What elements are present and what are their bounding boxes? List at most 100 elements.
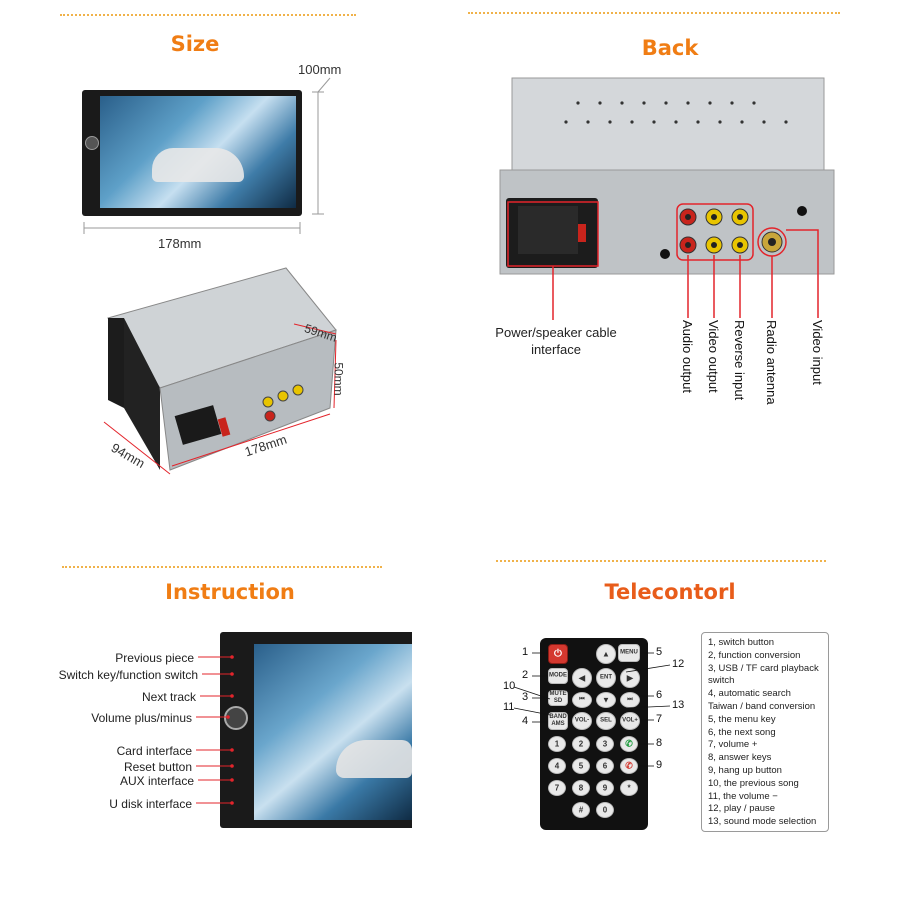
remote-digit-5: 5 — [572, 758, 590, 774]
remote-mute-key: MUTE SD — [548, 690, 568, 706]
instruction-unit-screen — [254, 644, 412, 820]
callout-u-disk: U disk interface — [109, 797, 192, 811]
remote-digit-7: 7 — [548, 780, 566, 796]
vol-minus-key-label: VOL- — [574, 717, 590, 724]
power-cable-label: Power/speaker cable interface — [495, 325, 617, 357]
legend-item: 2, function conversion — [708, 649, 801, 661]
digit-1-label: 1 — [554, 739, 560, 749]
instruction-top-divider — [62, 566, 382, 568]
callout-card-interface: Card interface — [116, 744, 192, 758]
digit-3-label: 3 — [602, 739, 608, 749]
digit-5-label: 5 — [578, 761, 584, 771]
digit-hash-label: # — [578, 805, 584, 815]
legend-item: 3, USB / TF card playback switch — [708, 662, 819, 687]
remote-prev-key: ⏮ — [572, 692, 592, 708]
digit-9-label: 9 — [602, 783, 608, 793]
callout-aux-interface: AUX interface — [119, 774, 194, 788]
width-label: 178mm — [158, 236, 202, 251]
remote-ent-key: ENT — [596, 668, 616, 688]
legend-item: 5, the menu key — [708, 713, 776, 725]
front-unit-image — [82, 90, 302, 216]
remote-digit-3: 3 — [596, 736, 614, 752]
remote-digit-9: 9 — [596, 780, 614, 796]
remote-num-8: 8 — [656, 737, 663, 749]
remote-digit-0: 0 — [596, 802, 614, 818]
port-label-radio-antenna: Radio antenna — [764, 320, 779, 405]
remote-num-9: 9 — [656, 759, 663, 771]
legend-item: 9, hang up button — [708, 764, 782, 776]
remote-right-key: ▶ — [620, 668, 640, 688]
instruction-title: Instruction — [165, 580, 295, 604]
legend-item: 10, the previous song — [708, 777, 799, 789]
remote-num-13: 13 — [672, 699, 685, 711]
remote-digit-6: 6 — [596, 758, 614, 774]
legend-item: 1, switch button — [708, 637, 775, 648]
remote-digit-2: 2 — [572, 736, 590, 752]
remote-vol-plus-key: VOL+ — [620, 712, 640, 730]
telecontrol-top-divider — [496, 560, 826, 562]
size-top-divider — [60, 14, 356, 16]
remote-menu-key: MENU — [618, 644, 640, 662]
port-label-reverse-input: Reverse input — [732, 320, 747, 401]
remote-control-image: ⏻ ▲ MENU MODE ◀ ENT ▶ MUTE SD ⏮ ▼ ⏭ BAND… — [540, 638, 648, 830]
remote-num-2: 2 — [522, 669, 529, 681]
digit-4-label: 4 — [554, 761, 560, 771]
telecontrol-title: Telecontorl — [604, 580, 736, 604]
digit-6-label: 6 — [602, 761, 608, 771]
remote-digit-1: 1 — [548, 736, 566, 752]
legend-item: 13, sound mode selection — [708, 816, 817, 828]
callout-reset-button: Reset button — [123, 760, 192, 774]
ent-key-label: ENT — [600, 674, 612, 681]
remote-num-12: 12 — [672, 658, 685, 670]
remote-sel-key: SEL — [596, 712, 616, 730]
port-label-audio-output: Audio output — [680, 320, 695, 394]
callout-previous-piece: Previous piece — [115, 651, 194, 665]
digit-7-label: 7 — [554, 783, 560, 793]
remote-num-5: 5 — [656, 646, 663, 658]
port-label-video-output: Video output — [706, 320, 721, 393]
volume-knob — [224, 706, 248, 730]
legend-item: 6, the next song — [708, 726, 776, 738]
legend-item: 8, answer keys — [708, 752, 772, 764]
remote-mode-key: MODE — [548, 668, 568, 684]
car-image — [152, 148, 244, 182]
mute-key-label: MUTE SD — [549, 691, 567, 704]
instruction-car-image — [336, 740, 412, 778]
front-unit-screen — [100, 96, 296, 208]
remote-num-1: 1 — [522, 646, 529, 658]
back-top-divider — [468, 12, 840, 14]
callout-next-track: Next track — [141, 690, 196, 704]
band-key-label: BAND AMS — [549, 714, 567, 727]
remote-up-key: ▲ — [596, 644, 616, 664]
remote-digit-4: 4 — [548, 758, 566, 774]
remote-num-4: 4 — [522, 715, 529, 727]
remote-power-key: ⏻ — [548, 644, 568, 664]
legend-item: 11, the volume − — [708, 790, 778, 802]
remote-num-10: 10 — [503, 680, 516, 692]
back-title: Back — [641, 36, 699, 60]
callout-volume: Volume plus/minus — [91, 711, 192, 725]
remote-num-7: 7 — [656, 713, 663, 725]
digit-star-label: * — [627, 783, 631, 793]
menu-key-label: MENU — [620, 649, 638, 656]
remote-left-key: ◀ — [572, 668, 592, 688]
remote-vol-minus-key: VOL- — [572, 712, 592, 730]
height-label: 100mm — [298, 62, 342, 77]
legend-item: 12, play / pause — [708, 803, 776, 815]
remote-num-11: 11 — [503, 701, 515, 713]
digit-2-label: 2 — [578, 739, 584, 749]
sel-key-label: SEL — [600, 717, 612, 724]
port-label-video-input: Video input — [810, 320, 825, 385]
callout-switch-key: Switch key/function switch — [58, 668, 198, 682]
remote-band-key: BAND AMS — [548, 712, 568, 730]
digit-8-label: 8 — [578, 783, 584, 793]
legend-item: 7, volume + — [708, 739, 758, 751]
remote-num-6: 6 — [656, 689, 663, 701]
remote-answer-key: ✆ — [620, 736, 638, 752]
front-power-knob — [85, 136, 99, 150]
legend-item: 4, automatic search Taiwan / band conver… — [708, 688, 816, 712]
